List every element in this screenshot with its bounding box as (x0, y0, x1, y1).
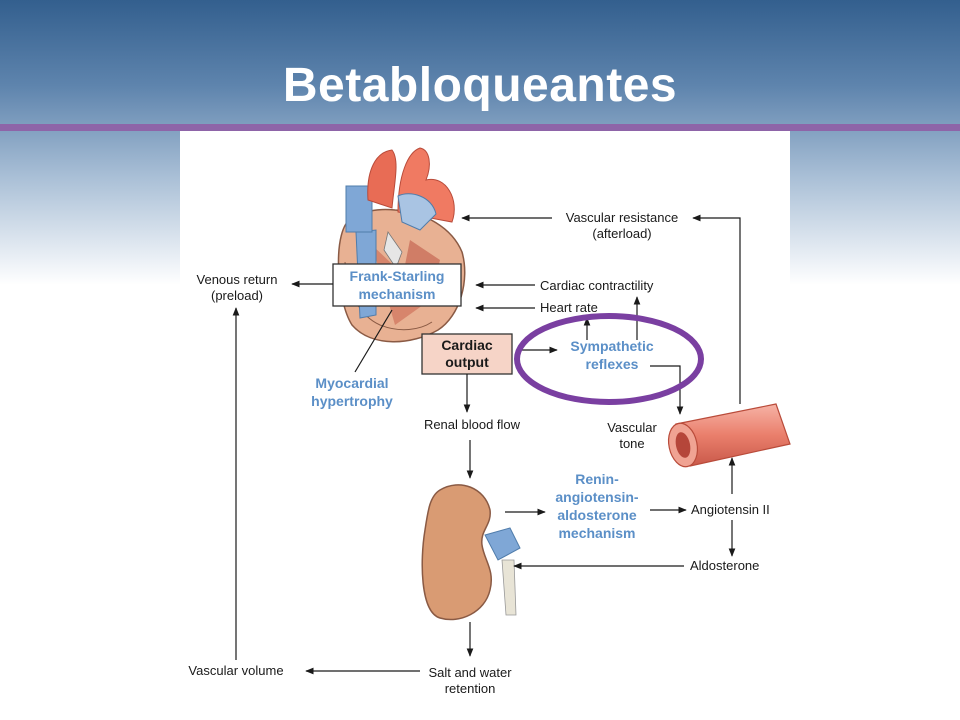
heart-illustration (337, 147, 466, 343)
salt-water-label-2: retention (445, 681, 496, 696)
slide-title: Betabloqueantes (282, 59, 678, 112)
sympathetic-reflexes-label-2: reflexes (586, 356, 639, 372)
sympathetic-reflexes-label-1: Sympathetic (570, 338, 653, 354)
venous-return-label-2: (preload) (211, 288, 263, 303)
vascular-tone-label-2: tone (619, 436, 644, 451)
sympathetic-highlight-circle (514, 313, 704, 405)
flow-arrows (232, 214, 741, 675)
frank-starling-label-1: Frank-Starling (350, 268, 445, 284)
kidney-illustration (421, 484, 521, 621)
venous-return-label-1: Venous return (197, 272, 278, 287)
vascular-volume-label: Vascular volume (188, 663, 283, 678)
raas-label-4: mechanism (558, 525, 635, 541)
aldosterone-label: Aldosterone (690, 558, 759, 573)
raas-label-2: angiotensin- (555, 489, 639, 505)
frank-starling-label-2: mechanism (358, 286, 435, 302)
title-divider (0, 124, 960, 131)
cardiac-output-label-2: output (445, 354, 489, 370)
cardiac-output-box (421, 333, 513, 375)
salt-water-label-1: Salt and water (428, 665, 512, 680)
renal-blood-flow-label: Renal blood flow (424, 417, 521, 432)
raas-label-1: Renin- (575, 471, 619, 487)
myocardial-hypertrophy-label-2: hypertrophy (311, 393, 393, 409)
angiotensin-ii-label: Angiotensin II (691, 502, 770, 517)
blood-vessel-illustration (667, 403, 791, 468)
raas-label-3: aldosterone (557, 507, 637, 523)
frank-starling-box (332, 263, 462, 307)
cardiac-contractility-label: Cardiac contractility (540, 278, 654, 293)
vascular-tone-label-1: Vascular (607, 420, 657, 435)
heart-rate-label: Heart rate (540, 300, 598, 315)
vascular-resistance-label-2: (afterload) (592, 226, 651, 241)
vascular-resistance-label-1: Vascular resistance (566, 210, 678, 225)
cardiac-output-label-1: Cardiac (441, 337, 493, 353)
myocardial-hypertrophy-label-1: Myocardial (315, 375, 388, 391)
